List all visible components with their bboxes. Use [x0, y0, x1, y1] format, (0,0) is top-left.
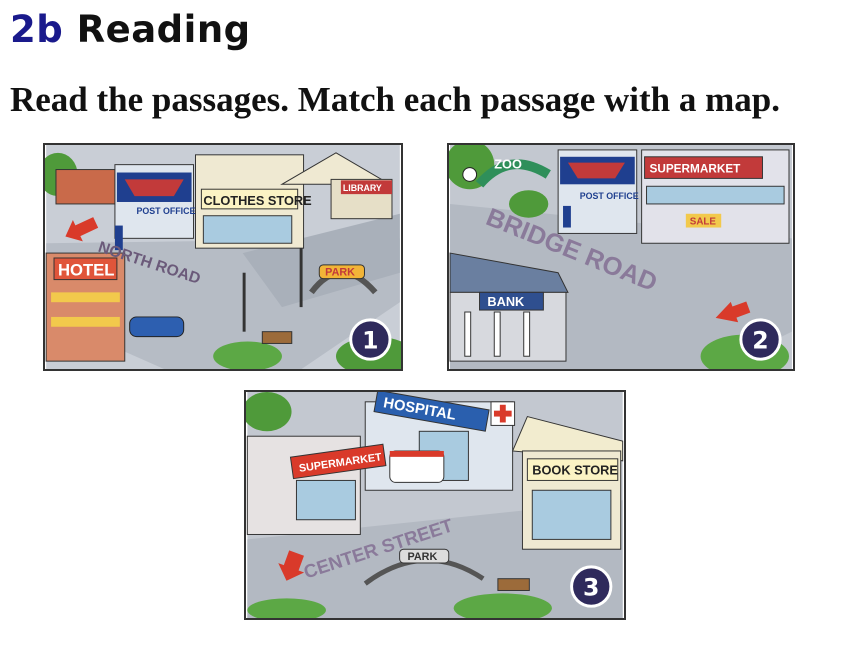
- book-store-sign: BOOK STORE: [532, 463, 618, 478]
- map-1-number-badge: [349, 318, 392, 361]
- library-sign: LIBRARY: [343, 183, 382, 193]
- park-sign: PARK: [325, 267, 355, 279]
- post-office-sign-2: POST OFFICE: [580, 191, 639, 201]
- section-number: 2b: [10, 8, 64, 51]
- section-title: Reading: [76, 8, 251, 51]
- map-2-illustration: ZOO POST OFFICE SUPERMARKET SALE BRIDGE …: [449, 145, 792, 369]
- map-1-number: 1: [362, 326, 378, 354]
- map-3-number-badge: [570, 565, 613, 608]
- map-2: ZOO POST OFFICE SUPERMARKET SALE BRIDGE …: [447, 143, 795, 371]
- map-3-illustration: HOSPITAL SUPERMARKET BOOK STORE CENTER S…: [246, 392, 624, 618]
- map-2-number-badge: [739, 318, 782, 361]
- instruction-text: Read the passages. Match each passage wi…: [10, 80, 780, 119]
- zoo-sign: ZOO: [494, 157, 522, 172]
- hotel-sign: HOTEL: [58, 261, 115, 280]
- section-heading: 2b Reading: [10, 8, 251, 51]
- park-sign-3: PARK: [407, 551, 437, 563]
- map-3: HOSPITAL SUPERMARKET BOOK STORE CENTER S…: [244, 390, 626, 620]
- supermarket-sign: SUPERMARKET: [649, 163, 741, 176]
- sale-sign: SALE: [690, 217, 717, 228]
- clothes-store-sign: CLOTHES STORE: [203, 193, 312, 208]
- map-1: HOTEL POST OFFICE CLOTHES STORE LIBRARY …: [43, 143, 403, 371]
- map-1-illustration: HOTEL POST OFFICE CLOTHES STORE LIBRARY …: [45, 145, 401, 369]
- map-2-number: 2: [752, 326, 768, 354]
- bank-sign: BANK: [487, 294, 525, 309]
- map-3-number: 3: [583, 573, 599, 601]
- post-office-sign: POST OFFICE: [137, 206, 196, 216]
